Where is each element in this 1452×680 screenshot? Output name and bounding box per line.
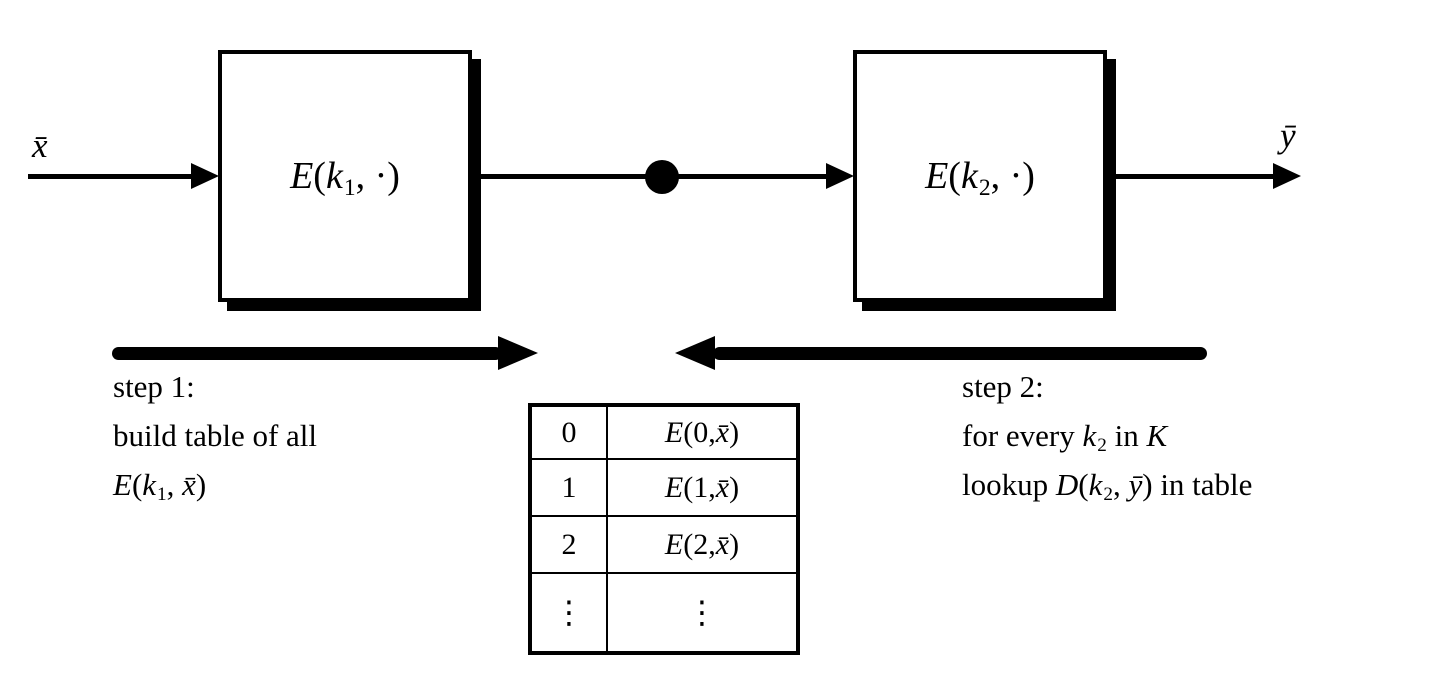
encrypt-box-2: E(k2, ·) bbox=[853, 50, 1107, 302]
output-line bbox=[1107, 174, 1273, 179]
table-cell-key: 0 bbox=[561, 415, 577, 449]
table-cell-key: 2 bbox=[561, 527, 577, 561]
ciphertext-label: ȳ bbox=[1280, 116, 1296, 155]
step2-caption-line2: for every k2 in K bbox=[962, 418, 1168, 457]
step2-caption: step 2: for every k2 in K lookup D(k2, ȳ… bbox=[962, 362, 1252, 509]
step2-caption-line1: step 2: bbox=[962, 369, 1044, 404]
step1-arrowhead-icon bbox=[498, 336, 538, 370]
step1-caption-line3: E(k1, x̄) bbox=[113, 467, 207, 506]
table-cell-key: 1 bbox=[561, 470, 577, 504]
step1-caption-line1: step 1: bbox=[113, 369, 195, 404]
table-cell-value: E(2, x̄) bbox=[606, 517, 796, 572]
encrypt-box-2-label: E(k2, ·) bbox=[925, 155, 1035, 201]
input-arrowhead-icon bbox=[191, 163, 219, 189]
table-cell-value: ⋮ bbox=[606, 574, 796, 651]
step1-caption: step 1: build table of all E(k1, x̄) bbox=[113, 362, 317, 509]
table-row: ⋮ ⋮ bbox=[532, 572, 796, 651]
table-row: 2 E(2, x̄) bbox=[532, 515, 796, 572]
encrypt-box-1: E(k1, ·) bbox=[218, 50, 472, 302]
table-row: 1 E(1, x̄) bbox=[532, 458, 796, 515]
encrypt-box-1-label: E(k1, ·) bbox=[290, 155, 400, 201]
plaintext-label: x̄ bbox=[32, 126, 48, 165]
table-cell-value: E(1, x̄) bbox=[606, 460, 796, 515]
table-row: 0 E(0, x̄) bbox=[532, 407, 796, 458]
lookup-table: 0 E(0, x̄) 1 E(1, x̄) 2 E(2, x̄) ⋮ ⋮ bbox=[528, 403, 800, 655]
table-cell-key: ⋮ bbox=[553, 594, 585, 631]
middle-arrowhead-icon bbox=[826, 163, 854, 189]
output-arrowhead-icon bbox=[1273, 163, 1301, 189]
step2-caption-line3: lookup D(k2, ȳ) in table bbox=[962, 467, 1253, 506]
junction-dot-icon bbox=[645, 160, 679, 194]
step1-caption-line2: build table of all bbox=[113, 418, 318, 453]
input-line bbox=[28, 174, 191, 179]
table-cell-value: E(0, x̄) bbox=[606, 407, 796, 458]
step2-arrow-bar bbox=[713, 347, 1207, 360]
step1-arrow-bar bbox=[112, 347, 502, 360]
step2-arrowhead-icon bbox=[675, 336, 715, 370]
